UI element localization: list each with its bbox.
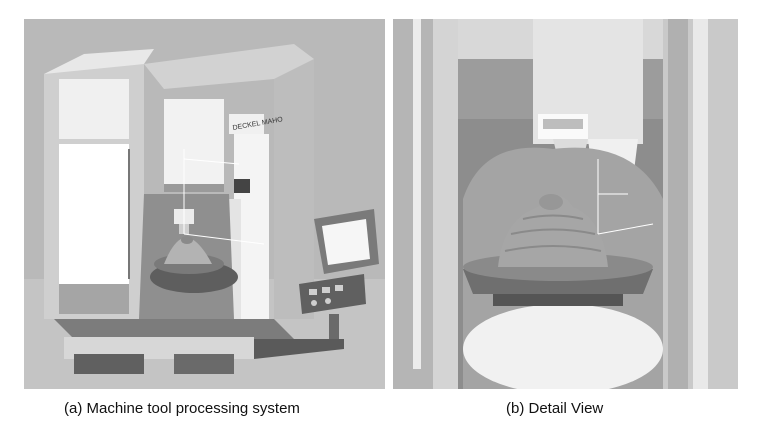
- machine-tool-image: DECKEL MAHO: [24, 19, 385, 389]
- control-screen: [322, 219, 370, 265]
- chamber-floor-opening: [463, 304, 663, 389]
- detail-view-render: [393, 19, 738, 389]
- left-door-window: [59, 144, 129, 284]
- caption-panel-b: (b) Detail View: [506, 400, 604, 417]
- detail-view-image: [393, 19, 738, 389]
- machine-tool-render: DECKEL MAHO: [24, 19, 385, 389]
- caption-panel-a: (a) Machine tool processing system: [64, 400, 300, 417]
- workpiece: [164, 237, 212, 264]
- spindle-column: [164, 99, 224, 189]
- base-plate: [64, 337, 254, 359]
- machine-base: [54, 319, 294, 339]
- workpiece: [498, 195, 608, 267]
